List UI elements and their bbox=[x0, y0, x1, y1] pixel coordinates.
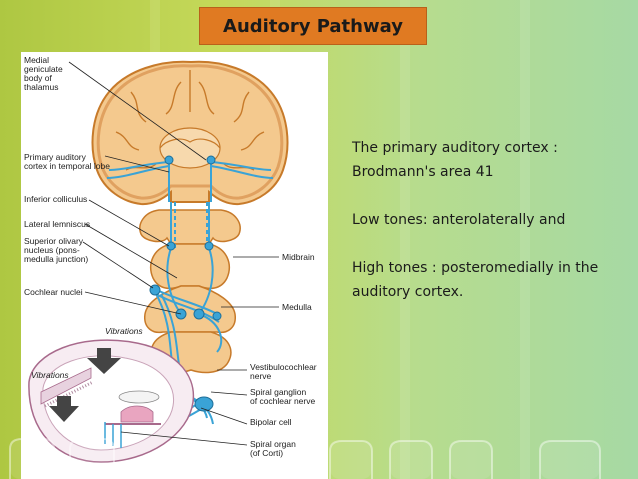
label-vestibulocochlear-1: nerve bbox=[250, 371, 272, 381]
text-line: The primary auditory cortex : bbox=[352, 140, 558, 156]
label-spiral-ganglion-1: of cochlear nerve bbox=[250, 396, 315, 406]
text-line: Low tones: anterolaterally and bbox=[352, 212, 566, 228]
label-primary-auditory-0: Primary auditory bbox=[24, 152, 87, 162]
paragraph-gap bbox=[352, 184, 634, 208]
label-superior-olivary-1: nucleus (pons- bbox=[24, 245, 80, 255]
text-line: Brodmann's area 41 bbox=[352, 164, 494, 180]
label-cochlear-nuclei: Cochlear nuclei bbox=[24, 287, 83, 297]
slide-title: Auditory Pathway bbox=[223, 16, 403, 37]
background-stripe bbox=[520, 0, 530, 479]
paragraph-gap bbox=[352, 232, 634, 256]
label-medial-geniculate-2: body of bbox=[24, 73, 53, 83]
decorative-bottom-band bbox=[9, 438, 601, 479]
label-lateral-lemniscus: Lateral lemniscus bbox=[24, 219, 90, 229]
label-vibrations-bottom: Vibrations bbox=[31, 370, 69, 380]
label-midbrain: Midbrain bbox=[282, 252, 315, 262]
label-spiral-organ-1: (of Corti) bbox=[250, 448, 283, 458]
label-medial-geniculate-1: geniculate bbox=[24, 64, 63, 74]
label-vibrations-top: Vibrations bbox=[105, 326, 143, 336]
label-spiral-ganglion-0: Spiral ganglion bbox=[250, 387, 307, 397]
label-primary-auditory-1: cortex in temporal lobe bbox=[24, 161, 110, 171]
label-vestibulocochlear-0: Vestibulocochlear bbox=[250, 362, 317, 372]
vibration-arrow-top bbox=[87, 348, 121, 374]
label-inferior-colliculus: Inferior colliculus bbox=[24, 194, 87, 204]
pathway-nuclei bbox=[149, 155, 222, 412]
title-box: Auditory Pathway bbox=[199, 7, 427, 45]
label-spiral-organ-0: Spiral organ bbox=[250, 439, 296, 449]
cerebrum-illustration bbox=[91, 60, 289, 206]
text-line: High tones : posteromedially in the bbox=[352, 260, 599, 276]
label-superior-olivary-2: medulla junction) bbox=[24, 254, 88, 264]
label-medial-geniculate-3: thalamus bbox=[24, 82, 59, 92]
label-medial-geniculate-0: Medial bbox=[24, 55, 49, 65]
label-medulla: Medulla bbox=[282, 302, 312, 312]
diagram-illustration: Medial geniculate body of thalamus Prima… bbox=[24, 55, 317, 463]
vibration-arrow-bottom bbox=[49, 396, 79, 422]
leader-lines bbox=[68, 61, 279, 446]
background-stripe bbox=[400, 0, 410, 479]
text-panel: The primary auditory cortex : Brodmann's… bbox=[352, 136, 634, 304]
auditory-pathway-diagram: Medial geniculate body of thalamus Prima… bbox=[21, 52, 328, 479]
label-bipolar-cell: Bipolar cell bbox=[250, 417, 292, 427]
text-line: auditory cortex. bbox=[352, 284, 464, 300]
cochlea-illustration bbox=[28, 339, 195, 463]
label-superior-olivary-0: Superior olivary bbox=[24, 236, 84, 246]
